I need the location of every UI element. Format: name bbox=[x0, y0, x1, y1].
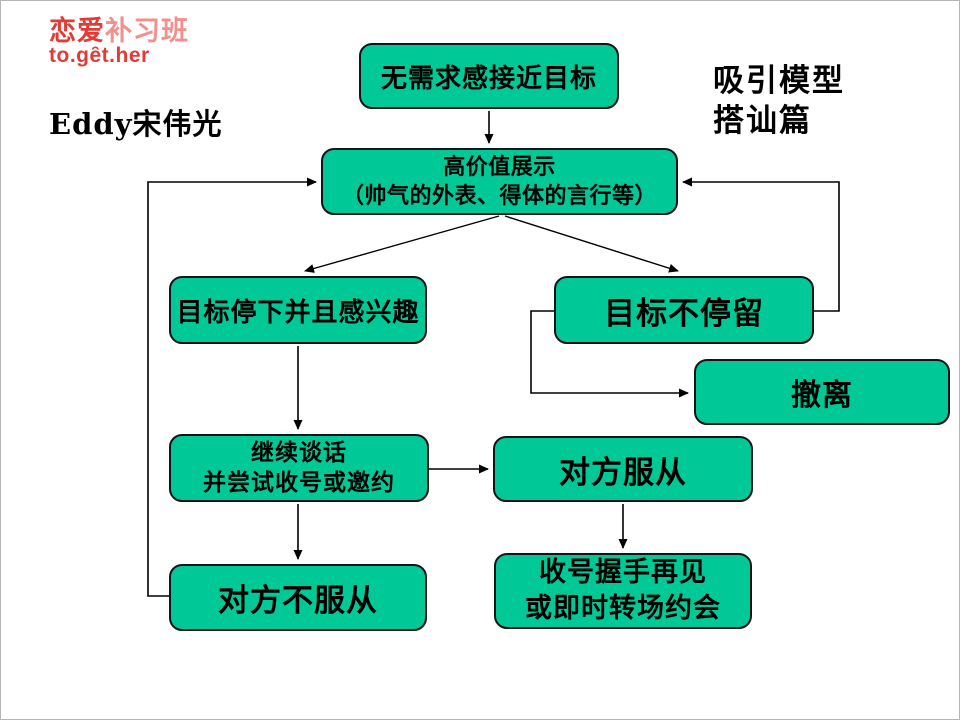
edge-nostop-display-feedback bbox=[682, 177, 840, 312]
node-label-line2: （帅气的外表、得体的言行等） bbox=[341, 182, 657, 209]
node-target-stops-interested: 目标停下并且感兴趣 bbox=[169, 276, 427, 344]
node-partner-complies: 对方服从 bbox=[493, 436, 753, 502]
node-label-line1: 继续谈话 bbox=[251, 439, 347, 466]
node-target-not-staying: 目标不停留 bbox=[554, 276, 814, 344]
node-partner-refuses: 对方不服从 bbox=[169, 564, 427, 631]
node-label: 目标不停留 bbox=[604, 295, 764, 332]
slide-title-line1: 吸引模型 bbox=[713, 63, 845, 99]
node-continue-talking: 继续谈话 并尝试收号或邀约 bbox=[169, 434, 429, 502]
author-name: Eddy宋伟光 bbox=[49, 107, 223, 141]
slide-title-line2: 搭讪篇 bbox=[713, 103, 812, 139]
edge-refuse-display-feedback bbox=[147, 177, 317, 597]
node-high-value-display: 高价值展示 （帅气的外表、得体的言行等） bbox=[321, 148, 678, 215]
brand-logo: 恋爱补习班 to.gȇt.her bbox=[49, 17, 189, 67]
edge-display-stops bbox=[304, 215, 500, 273]
edge-nostop-retreat bbox=[530, 310, 689, 398]
node-label-line1: 收号握手再见 bbox=[539, 557, 707, 588]
brand-logo-primary-text: 恋爱 bbox=[49, 16, 105, 46]
brand-logo-tagline: to.gȇt.her bbox=[49, 44, 150, 68]
node-label: 无需求感接近目标 bbox=[380, 63, 597, 94]
node-get-number-or-date: 收号握手再见 或即时转场约会 bbox=[494, 553, 752, 629]
node-label: 对方服从 bbox=[559, 454, 687, 491]
edge-display-nostop bbox=[504, 215, 679, 273]
node-label: 目标停下并且感兴趣 bbox=[176, 297, 420, 328]
node-label-line2: 并尝试收号或邀约 bbox=[203, 469, 395, 496]
brand-logo-chinese: 恋爱补习班 bbox=[49, 17, 189, 45]
brand-logo-secondary-text: 补习班 bbox=[105, 16, 189, 46]
node-label: 撤离 bbox=[791, 378, 853, 413]
node-approach-target: 无需求感接近目标 bbox=[359, 43, 619, 109]
node-label-line1: 高价值展示 bbox=[443, 153, 556, 180]
node-retreat: 撤离 bbox=[694, 359, 950, 425]
node-label: 对方不服从 bbox=[218, 583, 378, 619]
slide-title: 吸引模型 搭讪篇 bbox=[713, 61, 845, 141]
node-label-line2: 或即时转场约会 bbox=[525, 593, 721, 624]
